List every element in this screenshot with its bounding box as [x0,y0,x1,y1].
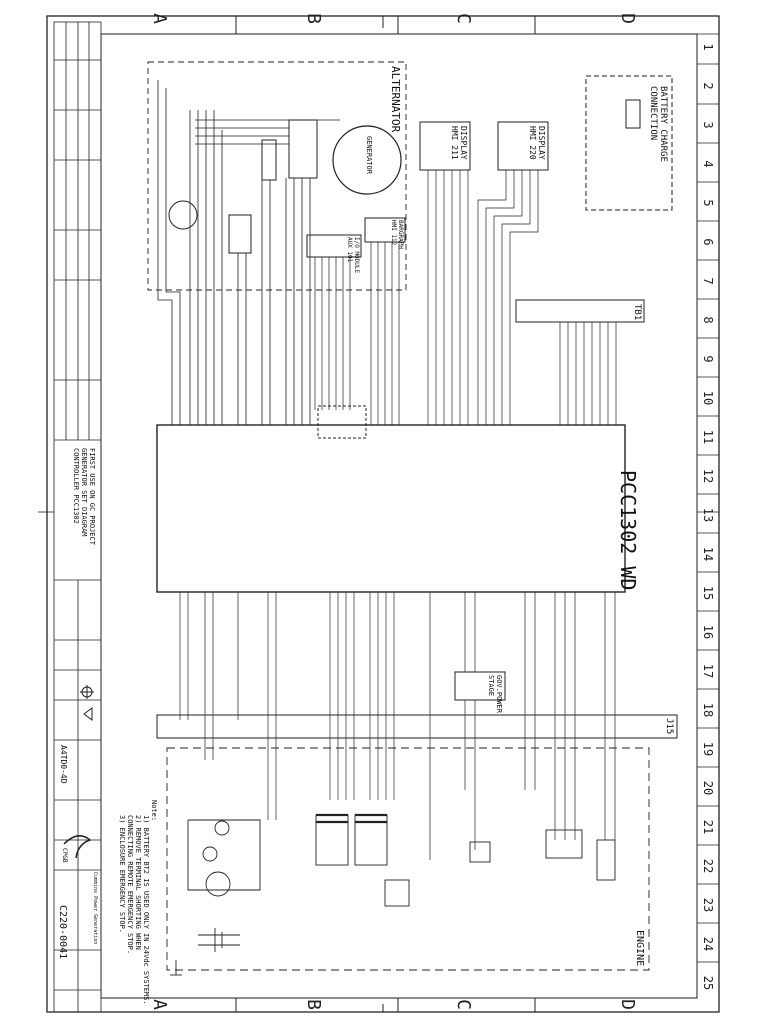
zone-col-a-top: A [148,13,170,24]
zone-row-25: 25 [701,975,715,991]
alternator-label: ALTERNATOR [389,66,402,133]
note-line-3: 3) ENCLOSURE EMERGENCY STOP. [118,815,126,934]
zone-row-20: 20 [701,780,715,796]
zone-row-23: 23 [701,897,715,913]
gov-power-stage-label: GOV.POWER STAGE [487,675,503,713]
generator-label: GENERATOR [365,136,373,174]
engine-label: ENGINE [634,930,645,967]
scale-text: CPGB [61,848,68,863]
title-line-1: GENERATOR SET DIAGRAM [80,448,88,537]
zone-row-18: 18 [701,702,715,718]
zone-row-24: 24 [701,936,715,952]
zone-row-17: 17 [701,663,715,679]
display-220-label: DISPLAY HMI 220 [528,126,546,160]
zone-row-16: 16 [701,624,715,640]
notes-heading: Note: [150,800,158,822]
project-text: FIRST USE ON GC PROJECT [88,448,96,545]
zone-row-21: 21 [701,819,715,835]
drawing-number: C220-0041 [57,905,68,960]
zone-col-c-bottom: C [452,999,474,1010]
zone-row-14: 14 [701,546,715,562]
zone-row-1: 1 [701,43,715,51]
zone-row-13: 13 [701,507,715,523]
zone-row-10: 10 [701,390,715,406]
zone-col-d-bottom: D [616,999,638,1010]
zone-row-7: 7 [701,277,715,285]
zone-row-6: 6 [701,238,715,246]
zone-row-22: 22 [701,858,715,874]
title-line-2: CONTROLLER PCC1302 [72,448,80,524]
zone-row-3: 3 [701,121,715,129]
zone-col-b-top: B [302,13,324,24]
zone-row-11: 11 [701,429,715,445]
battery-charge-label: BATTERY CHARGE CONNECTION [648,86,668,162]
sheet-size: A4TD0-4D [59,745,68,784]
display-211-label: DISPLAY HMI 211 [450,126,468,160]
io-module-label: I/O MODULE AUX 101 [346,237,360,274]
zone-col-d-top: D [616,13,638,24]
zone-col-b-bottom: B [302,999,324,1010]
zone-col-c-top: C [452,13,474,24]
controller-label: PCC1302 WD [616,470,640,591]
note-line-2: 2) REMOVE TERMINAL SHORTING WHEN CONNECT… [126,815,142,955]
zone-row-15: 15 [701,585,715,601]
note-line-1: 1) BATTERY BT2 IS USED ONLY IN 24Vdc SYS… [142,815,150,1005]
zone-row-9: 9 [701,355,715,363]
zone-row-5: 5 [701,199,715,207]
zone-row-2: 2 [701,82,715,90]
zone-col-a-bottom: A [148,999,170,1010]
zone-row-12: 12 [701,468,715,484]
zone-row-8: 8 [701,316,715,324]
company-name: Cummins Power Generation [92,872,98,945]
bargraph-label: BARGRAPH HMI 112 [390,220,404,249]
tb1-label: TB1 [632,304,642,321]
j15-label: J15 [664,718,674,735]
zone-row-19: 19 [701,741,715,757]
zone-row-4: 4 [701,160,715,168]
